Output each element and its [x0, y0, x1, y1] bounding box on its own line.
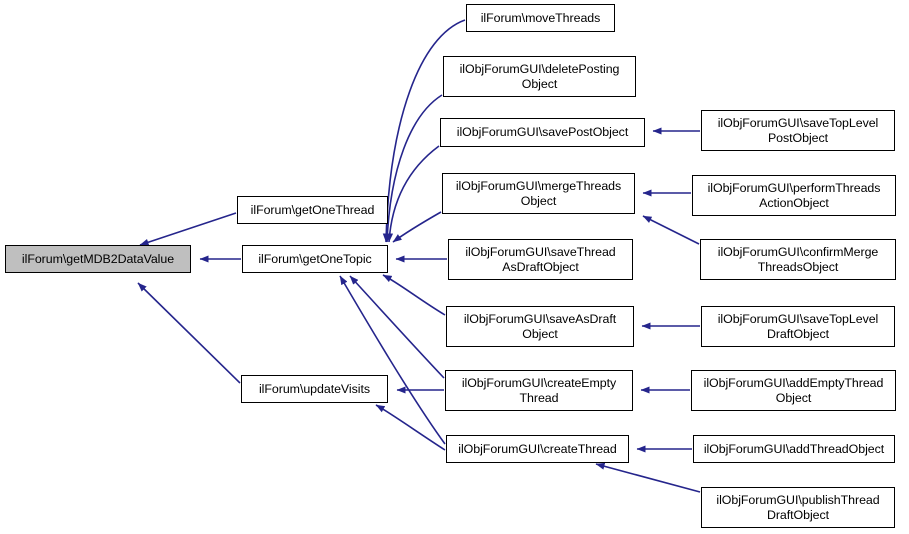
node-label: ilObjForumGUI\saveTopLevel DraftObject — [717, 311, 879, 341]
node-updateVisits[interactable]: ilForum\updateVisits — [241, 375, 388, 403]
node-label: ilObjForumGUI\publishThread DraftObject — [716, 492, 880, 522]
node-label: ilForum\moveThreads — [480, 10, 601, 25]
node-createEmptyThread[interactable]: ilObjForumGUI\createEmpty Thread — [445, 370, 633, 411]
node-confirmMergeThreadsObject[interactable]: ilObjForumGUI\confirmMerge ThreadsObject — [700, 239, 896, 280]
edge-createThread-to-getOneTopic — [339, 275, 446, 445]
edge-getOneThread-to-getMDB2DataValue — [139, 212, 237, 246]
node-getMDB2DataValue[interactable]: ilForum\getMDB2DataValue — [5, 245, 191, 273]
node-performThreadsActionObject[interactable]: ilObjForumGUI\performThreads ActionObjec… — [692, 175, 896, 216]
node-label: ilForum\getOneTopic — [258, 251, 372, 266]
edge-deletePostingObject-to-getOneTopic — [383, 94, 443, 243]
node-label: ilObjForumGUI\savePostObject — [456, 125, 629, 139]
edge-mergeThreadsObject-to-getOneTopic — [392, 211, 442, 243]
node-addThreadObject[interactable]: ilObjForumGUI\addThreadObject — [693, 435, 895, 463]
node-savePostObject[interactable]: ilObjForumGUI\savePostObject — [440, 118, 645, 147]
node-saveTopLevelDraftObject[interactable]: ilObjForumGUI\saveTopLevel DraftObject — [701, 306, 895, 347]
node-saveThreadAsDraftObject[interactable]: ilObjForumGUI\saveThread AsDraftObject — [448, 239, 633, 280]
node-addEmptyThreadObject[interactable]: ilObjForumGUI\addEmptyThread Object — [691, 370, 896, 411]
node-label: ilObjForumGUI\addEmptyThread Object — [703, 375, 884, 405]
node-moveThreads[interactable]: ilForum\moveThreads — [466, 4, 615, 32]
node-saveAsDraftObject[interactable]: ilObjForumGUI\saveAsDraft Object — [446, 306, 634, 347]
node-deletePostingObject[interactable]: ilObjForumGUI\deletePosting Object — [443, 56, 636, 97]
node-createThread[interactable]: ilObjForumGUI\createThread — [446, 435, 629, 463]
edge-publishThreadDraftObject-to-createThread — [595, 462, 701, 493]
node-getOneTopic[interactable]: ilForum\getOneTopic — [242, 245, 388, 273]
edge-confirmMergeThreadsObject-to-mergeThreadsObject — [642, 215, 700, 245]
edge-createEmptyThread-to-getOneTopic — [349, 275, 445, 379]
node-label: ilObjForumGUI\createThread — [458, 441, 617, 456]
node-label: ilForum\getMDB2DataValue — [21, 251, 175, 266]
node-label: ilObjForumGUI\deletePosting Object — [459, 61, 620, 91]
edge-savePostObject-to-getOneTopic — [386, 145, 440, 243]
node-label: ilObjForumGUI\saveAsDraft Object — [463, 311, 617, 341]
node-label: ilObjForumGUI\performThreads ActionObjec… — [707, 180, 881, 210]
node-label: ilForum\getOneThread — [250, 202, 375, 217]
node-saveTopLevelPostObject[interactable]: ilObjForumGUI\saveTopLevel PostObject — [701, 110, 895, 151]
node-publishThreadDraftObject[interactable]: ilObjForumGUI\publishThread DraftObject — [701, 487, 895, 528]
node-label: ilObjForumGUI\mergeThreads Object — [455, 178, 622, 208]
node-label: ilForum\updateVisits — [258, 381, 371, 396]
edge-updateVisits-to-getMDB2DataValue — [137, 282, 241, 384]
edge-saveAsDraftObject-to-getOneTopic — [382, 274, 446, 316]
node-mergeThreadsObject[interactable]: ilObjForumGUI\mergeThreads Object — [442, 173, 635, 214]
node-getOneThread[interactable]: ilForum\getOneThread — [237, 196, 388, 224]
node-label: ilObjForumGUI\addThreadObject — [703, 441, 885, 456]
edge-createThread-to-updateVisits — [375, 404, 446, 451]
node-label: ilObjForumGUI\createEmpty Thread — [461, 375, 617, 405]
node-label: ilObjForumGUI\saveTopLevel PostObject — [717, 115, 879, 145]
node-label: ilObjForumGUI\confirmMerge ThreadsObject — [717, 244, 879, 274]
node-label: ilObjForumGUI\saveThread AsDraftObject — [465, 244, 616, 274]
